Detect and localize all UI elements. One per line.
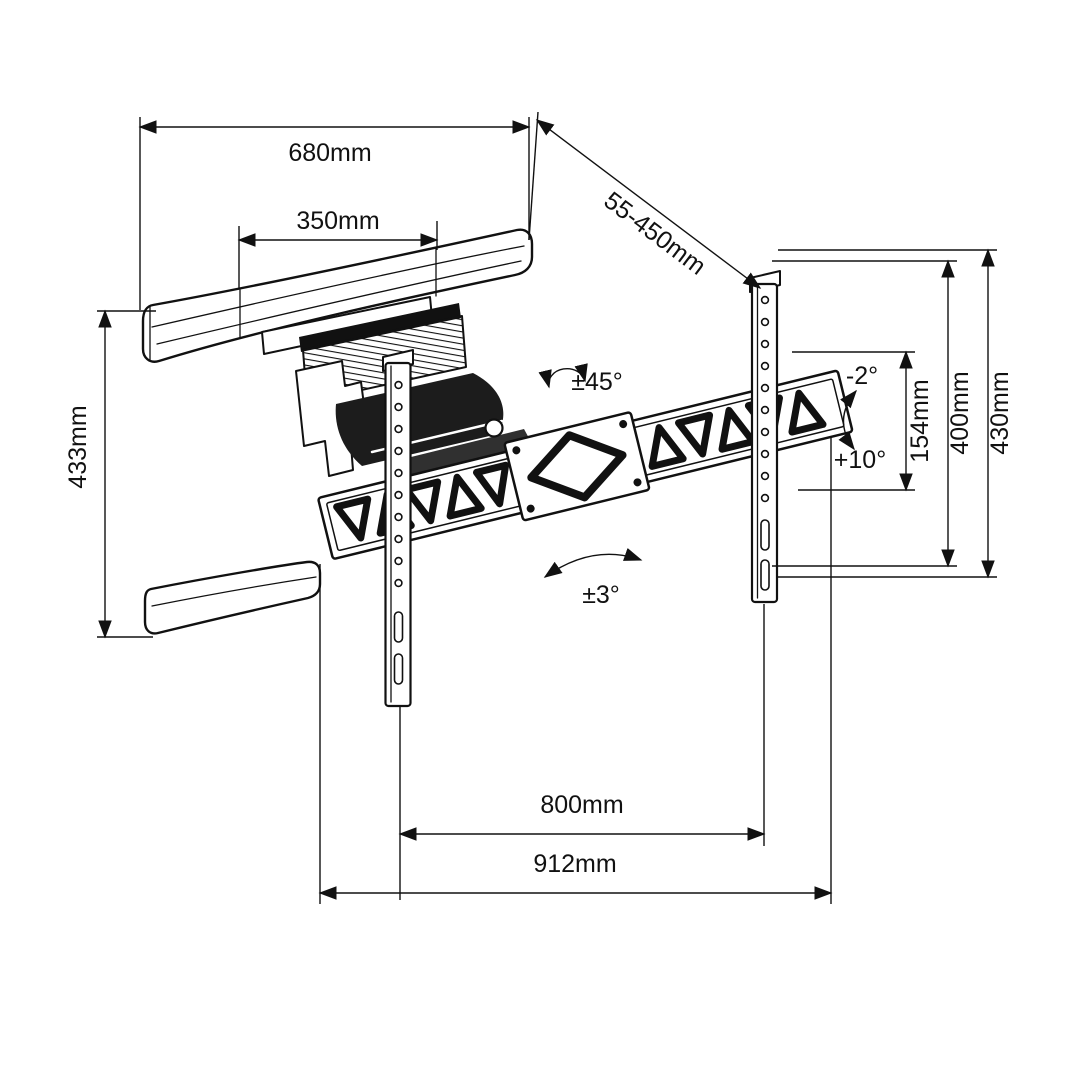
dim-label-tilt-down: +10°	[834, 446, 886, 474]
rail-hole	[760, 427, 770, 437]
truss-triangle	[403, 478, 442, 525]
rail-right-body	[750, 282, 779, 604]
rail-hole	[760, 295, 770, 305]
dim-line-extension	[535, 119, 762, 289]
diamond-plate	[527, 431, 627, 502]
rail-hole	[394, 402, 403, 412]
level-arrow	[543, 548, 643, 578]
tilt-arrow	[838, 389, 857, 451]
vesa-rail-left	[382, 349, 414, 708]
dim-label-level: ±3°	[582, 581, 620, 609]
rail-hole	[394, 424, 403, 434]
vesa-rail-right	[749, 270, 781, 604]
tv-arm-bottom	[143, 560, 322, 635]
rail-hole	[760, 361, 770, 371]
rail-hole	[760, 405, 770, 415]
dim-label-swivel: ±45°	[571, 368, 623, 396]
rail-hole	[760, 449, 770, 459]
truss-triangle	[788, 389, 827, 436]
dim-label-extension: 55-450mm	[599, 186, 711, 280]
dim-label-350: 350mm	[296, 207, 379, 235]
truss-triangle	[333, 495, 372, 542]
mount-drawing	[141, 228, 854, 708]
dim-label-430: 430mm	[986, 371, 1014, 454]
rail-slot	[393, 653, 404, 685]
truss-triangle	[446, 473, 485, 520]
rail-right-holes	[760, 295, 770, 591]
rail-hole	[760, 471, 770, 481]
ext-line	[528, 111, 539, 241]
rail-hole	[394, 556, 403, 566]
truss-triangle	[472, 461, 510, 508]
dim-label-800: 800mm	[540, 791, 623, 819]
rail-hole	[760, 317, 770, 327]
dim-label-680: 680mm	[288, 139, 371, 167]
rail-left-holes	[393, 380, 404, 685]
rail-hole	[760, 383, 770, 393]
rail-hole	[760, 493, 770, 503]
dim-label-154: 154mm	[906, 379, 934, 462]
dim-label-912: 912mm	[533, 850, 616, 878]
rail-slot	[760, 519, 770, 551]
plate-screws	[512, 420, 642, 513]
pivot-bolt	[484, 418, 504, 438]
screw	[619, 420, 628, 429]
wall-plate-truss	[317, 369, 854, 560]
rail-left-body	[384, 361, 412, 708]
dim-label-400: 400mm	[946, 371, 974, 454]
truss-triangle	[718, 406, 757, 453]
screw	[633, 478, 642, 487]
tv-arm-top-fold	[151, 245, 525, 328]
rail-hole	[394, 512, 403, 522]
tv-arm-bottom-fold	[151, 576, 317, 607]
rail-hole	[394, 578, 403, 588]
rail-hole	[394, 534, 403, 544]
rail-hole	[760, 339, 770, 349]
rail-slot	[393, 611, 404, 643]
swivel-arrow	[538, 363, 588, 389]
dim-label-tilt-up: -2°	[846, 362, 878, 390]
mechanism-top-band	[299, 303, 461, 352]
rail-hole	[394, 490, 403, 500]
rail-hole	[394, 468, 403, 478]
truss-triangle	[674, 411, 714, 458]
dim-label-433: 433mm	[64, 405, 92, 488]
truss-triangle	[648, 424, 687, 470]
rail-hole	[394, 380, 403, 390]
arm-linkage-upper	[335, 373, 504, 466]
tv-arm-top	[141, 228, 534, 363]
tv-arm-bottom-body	[143, 560, 322, 635]
rail-slot	[760, 559, 770, 591]
rail-hole	[394, 446, 403, 456]
screw	[512, 446, 521, 455]
tv-arm-top-fold2	[156, 260, 522, 345]
screw	[526, 504, 535, 513]
